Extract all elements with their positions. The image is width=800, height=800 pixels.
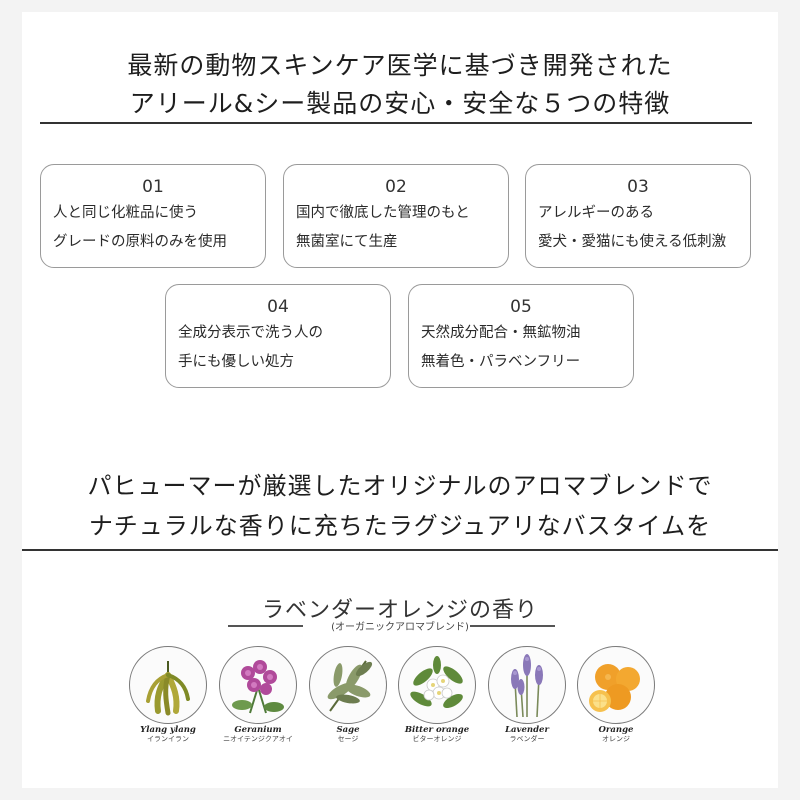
aroma-line-2: ナチュラルな香りに充ちたラグジュアリなバスタイムを [88, 512, 712, 540]
ingredient-name-en: Sage [336, 725, 360, 735]
feature-card-02: 02 国内で徹底した管理のもと 無菌室にて生産 [283, 164, 509, 268]
feature-text-line-2: 手にも優しい処方 [178, 354, 294, 370]
bitter-orange-icon [398, 646, 476, 724]
feature-card-04: 04 全成分表示で洗う人の 手にも優しい処方 [165, 284, 391, 388]
ingredient-name-ja: セージ [337, 735, 359, 743]
ingredient-ylang-ylang: Ylang ylang イランイラン [128, 646, 208, 744]
ingredient-name-ja: ニオイテンジクアオイ [223, 735, 293, 743]
feature-number: 04 [267, 297, 289, 317]
aroma-divider [22, 549, 778, 551]
feature-text-line-2: グレードの原料のみを使用 [53, 234, 227, 250]
ingredient-name-en: Geranium [234, 725, 282, 735]
scent-rule-left [228, 625, 303, 627]
feature-text-line-1: 天然成分配合・無鉱物油 [421, 325, 581, 341]
feature-text-line-2: 愛犬・愛猫にも使える低刺激 [538, 234, 727, 250]
ingredient-name-ja: ビターオレンジ [412, 735, 462, 743]
ingredient-name-en: Bitter orange [404, 725, 470, 735]
feature-number: 03 [627, 177, 649, 197]
feature-card-01: 01 人と同じ化粧品に使う グレードの原料のみを使用 [40, 164, 266, 268]
ingredient-name-en: Ylang ylang [140, 725, 196, 735]
feature-card-03: 03 アレルギーのある 愛犬・愛猫にも使える低刺激 [525, 164, 751, 268]
feature-text-line-1: 人と同じ化粧品に使う [53, 205, 198, 221]
sage-icon [309, 646, 387, 724]
ingredient-name-ja: イランイラン [147, 735, 189, 743]
ingredient-orange: Orange オレンジ [576, 646, 656, 744]
feature-text-line-1: 国内で徹底した管理のもと [296, 205, 470, 221]
feature-text-line-2: 無着色・パラベンフリー [421, 354, 581, 370]
ingredient-bitter-orange: Bitter orange ビターオレンジ [397, 646, 477, 744]
geranium-icon [219, 646, 297, 724]
feature-text-line-2: 無菌室にて生産 [296, 234, 398, 250]
scent-subtitle: (オーガニックアロマブレンド) [331, 622, 469, 633]
aroma-line-1: パヒューマーが厳選したオリジナルのアロマブレンドで [87, 472, 713, 500]
feature-number: 01 [142, 177, 164, 197]
ingredient-name-en: Orange [598, 725, 634, 735]
ingredient-name-ja: ラベンダー [509, 735, 545, 743]
ingredient-name-ja: オレンジ [602, 735, 630, 743]
feature-text-line-1: 全成分表示で洗う人の [178, 325, 323, 341]
orange-icon [577, 646, 655, 724]
scent-rule-right [470, 625, 555, 627]
feature-text-line-1: アレルギーのある [538, 205, 654, 221]
ingredient-lavender: Lavender ラベンダー [487, 646, 567, 744]
ingredient-sage: Sage セージ [308, 646, 388, 744]
feature-number: 02 [385, 177, 407, 197]
ingredient-name-en: Lavender [505, 725, 549, 735]
heading-divider [40, 122, 752, 124]
ingredient-geranium: Geranium ニオイテンジクアオイ [218, 646, 298, 744]
heading-line-1: 最新の動物スキンケア医学に基づき開発された [127, 51, 673, 80]
lavender-icon [488, 646, 566, 724]
feature-number: 05 [510, 297, 532, 317]
scent-title: ラベンダーオレンジの香り [261, 598, 538, 623]
heading-line-2: アリール&シー製品の安心・安全な５つの特徴 [129, 89, 671, 118]
ylang-ylang-icon [129, 646, 207, 724]
feature-card-05: 05 天然成分配合・無鉱物油 無着色・パラベンフリー [408, 284, 634, 388]
